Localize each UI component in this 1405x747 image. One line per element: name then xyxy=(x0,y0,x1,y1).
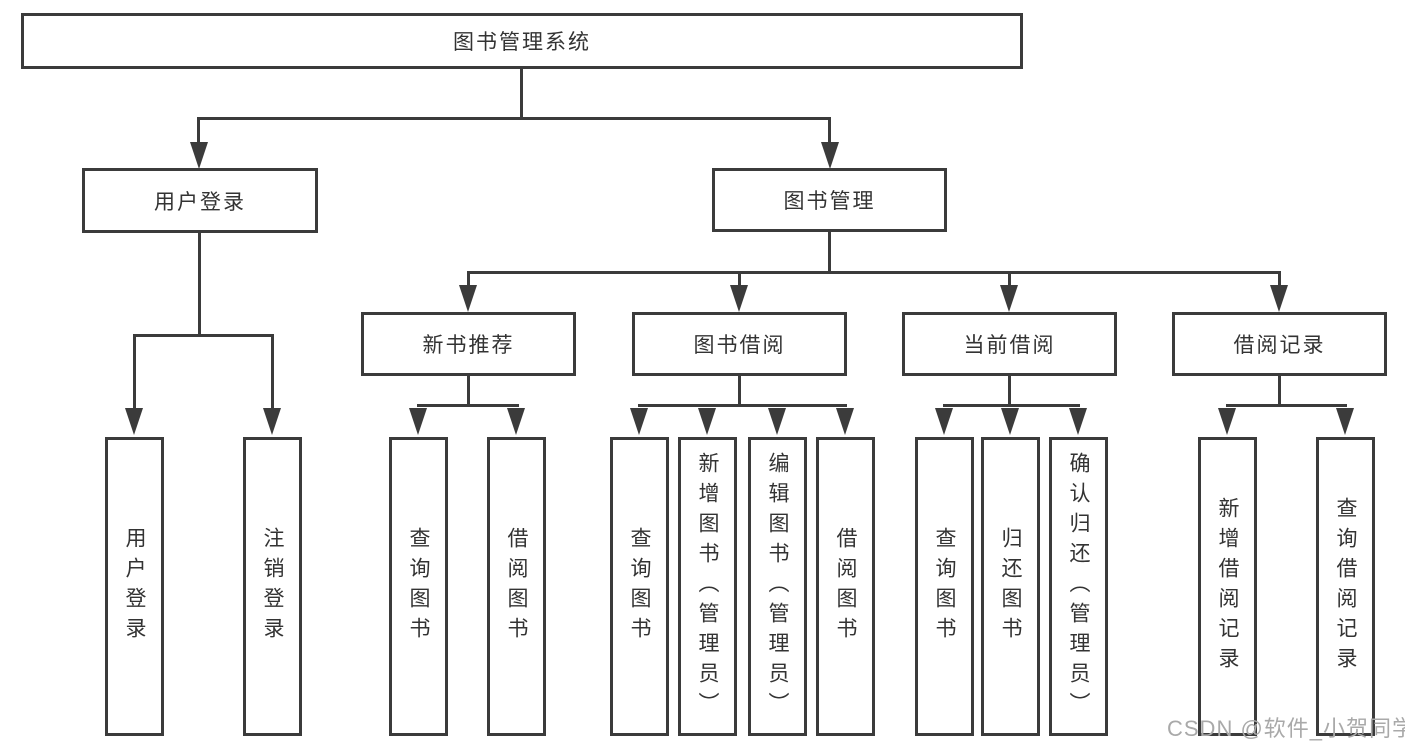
arrow-down-icon xyxy=(1069,408,1087,435)
node-book-management: 图书管理 xyxy=(712,168,947,232)
arrow-down-icon xyxy=(730,285,748,312)
arrow-down-icon xyxy=(698,408,716,435)
connector-line xyxy=(1226,404,1347,407)
node-leaf-edit-books-admin-label: 编辑图书（管理员） xyxy=(766,451,789,722)
arrow-down-icon xyxy=(821,142,839,169)
connector-line xyxy=(738,271,741,287)
connector-line xyxy=(1278,376,1281,407)
node-new-book-recommend: 新书推荐 xyxy=(361,312,576,376)
arrow-down-icon xyxy=(1001,408,1019,435)
node-book-borrow: 图书借阅 xyxy=(632,312,847,376)
node-leaf-borrow-books: 借阅图书 xyxy=(816,437,875,736)
node-book-management-label: 图书管理 xyxy=(783,190,876,213)
node-root: 图书管理系统 xyxy=(21,13,1023,69)
node-leaf-query-books-current: 查询图书 xyxy=(915,437,974,736)
arrow-down-icon xyxy=(1218,408,1236,435)
node-current-borrow: 当前借阅 xyxy=(902,312,1117,376)
node-leaf-return-books: 归还图书 xyxy=(981,437,1040,736)
connector-line xyxy=(943,404,1080,407)
node-leaf-logout-label: 注销登录 xyxy=(261,526,284,647)
connector-line xyxy=(197,117,200,147)
arrow-down-icon xyxy=(935,408,953,435)
node-leaf-query-borrow-record: 查询借阅记录 xyxy=(1316,437,1375,736)
node-leaf-add-books-admin: 新增图书（管理员） xyxy=(678,437,737,736)
connector-line xyxy=(1008,376,1011,407)
connector-line xyxy=(738,376,741,407)
node-leaf-add-borrow-record: 新增借阅记录 xyxy=(1198,437,1257,736)
node-user-login: 用户登录 xyxy=(82,168,318,233)
connector-line xyxy=(467,271,1281,274)
connector-line xyxy=(197,117,831,120)
node-book-borrow-label: 图书借阅 xyxy=(693,334,786,357)
connector-line xyxy=(133,334,274,337)
connector-line xyxy=(638,404,847,407)
node-leaf-user-login-label: 用户登录 xyxy=(123,526,146,647)
connector-line xyxy=(828,117,831,147)
arrow-down-icon xyxy=(507,408,525,435)
node-leaf-borrow-books-recommend-label: 借阅图书 xyxy=(505,526,528,647)
node-leaf-add-books-admin-label: 新增图书（管理员） xyxy=(696,451,719,722)
node-leaf-user-login: 用户登录 xyxy=(105,437,164,736)
arrow-down-icon xyxy=(630,408,648,435)
node-leaf-edit-books-admin: 编辑图书（管理员） xyxy=(748,437,807,736)
arrow-down-icon xyxy=(409,408,427,435)
node-leaf-borrow-books-recommend: 借阅图书 xyxy=(487,437,546,736)
node-leaf-query-books-current-label: 查询图书 xyxy=(933,526,956,647)
node-borrow-records: 借阅记录 xyxy=(1172,312,1387,376)
connector-line xyxy=(1008,271,1011,287)
arrow-down-icon xyxy=(1270,285,1288,312)
connector-line xyxy=(133,334,136,408)
connector-line xyxy=(1278,271,1281,287)
arrow-down-icon xyxy=(125,408,143,435)
node-new-book-recommend-label: 新书推荐 xyxy=(422,334,515,357)
node-leaf-query-books-borrow: 查询图书 xyxy=(610,437,669,736)
arrow-down-icon xyxy=(1336,408,1354,435)
connector-line xyxy=(467,376,470,407)
connector-line xyxy=(828,232,831,274)
node-borrow-records-label: 借阅记录 xyxy=(1233,334,1326,357)
arrow-down-icon xyxy=(768,408,786,435)
node-leaf-query-books-recommend: 查询图书 xyxy=(389,437,448,736)
node-root-label: 图书管理系统 xyxy=(453,31,591,54)
arrow-down-icon xyxy=(459,285,477,312)
node-leaf-confirm-return-admin-label: 确认归还（管理员） xyxy=(1067,451,1090,722)
node-leaf-logout: 注销登录 xyxy=(243,437,302,736)
node-leaf-add-borrow-record-label: 新增借阅记录 xyxy=(1216,496,1239,677)
csdn-watermark: CSDN @软件_小贺同学 xyxy=(1167,716,1405,741)
node-user-login-label: 用户登录 xyxy=(154,190,246,214)
node-leaf-confirm-return-admin: 确认归还（管理员） xyxy=(1049,437,1108,736)
node-current-borrow-label: 当前借阅 xyxy=(963,334,1056,357)
connector-line xyxy=(467,271,470,287)
connector-line xyxy=(417,404,519,407)
arrow-down-icon xyxy=(1000,285,1018,312)
arrow-down-icon xyxy=(836,408,854,435)
connector-line xyxy=(520,67,523,120)
connector-line xyxy=(198,233,201,337)
arrow-down-icon xyxy=(263,408,281,435)
node-leaf-query-borrow-record-label: 查询借阅记录 xyxy=(1334,496,1357,677)
node-leaf-borrow-books-label: 借阅图书 xyxy=(834,526,857,647)
node-leaf-return-books-label: 归还图书 xyxy=(999,526,1022,647)
node-leaf-query-books-borrow-label: 查询图书 xyxy=(628,526,651,647)
arrow-down-icon xyxy=(190,142,208,169)
node-leaf-query-books-recommend-label: 查询图书 xyxy=(407,526,430,647)
connector-line xyxy=(271,334,274,408)
